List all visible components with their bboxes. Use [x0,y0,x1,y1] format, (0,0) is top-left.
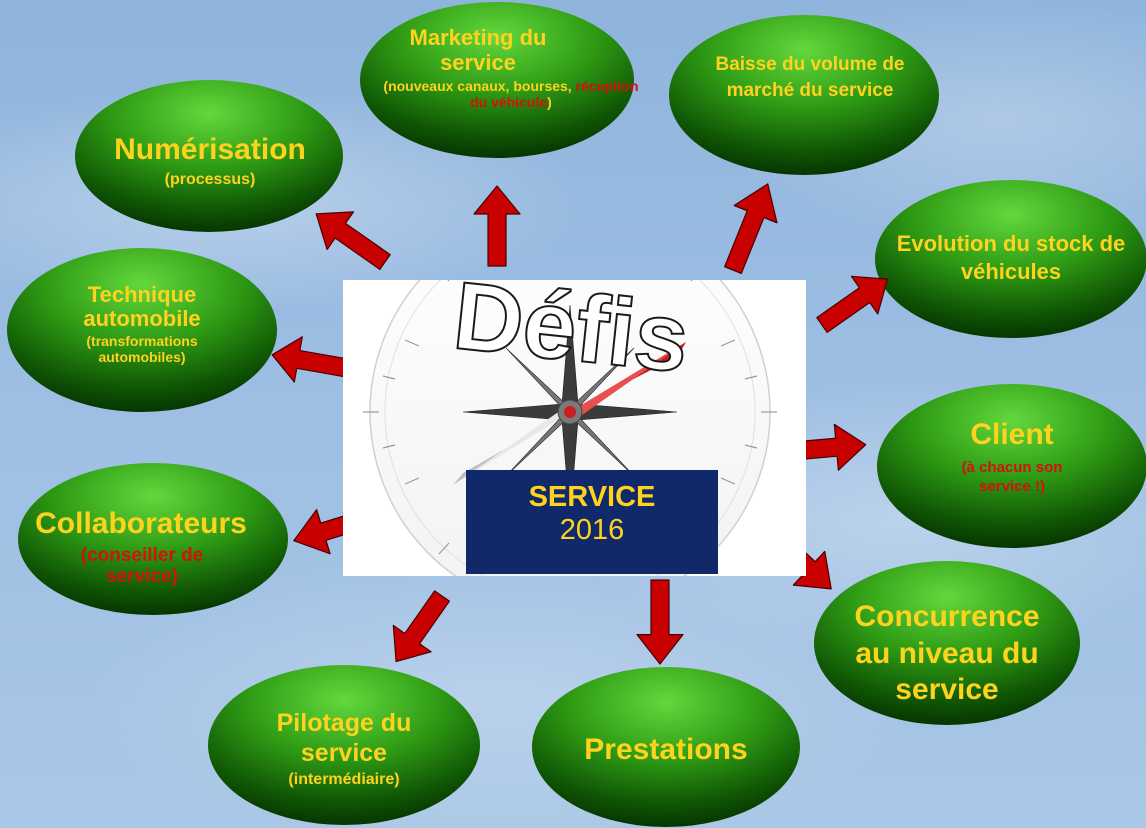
arrow-to-technique [271,336,350,383]
arrow-to-baisse [724,183,778,275]
service-2016-box: SERVICE 2016 [466,470,718,574]
node-pilotage-ellipse [208,665,480,825]
node-evolution-ellipse [875,180,1146,338]
center-heading: Défis [449,280,694,393]
service-year: 2016 [559,513,625,546]
node-technique-ellipse [7,248,277,412]
node-concurrence-ellipse [814,561,1080,725]
node-client-ellipse [877,384,1146,548]
arrow-to-evolution [816,275,889,333]
node-collaborateurs-ellipse [18,463,288,615]
node-marketing-ellipse [360,2,634,158]
arrow-to-pilotage [392,590,450,663]
node-prestations-ellipse [532,667,800,827]
arrow-to-marketing [473,185,521,267]
node-numerisation-ellipse [75,80,343,232]
service-word: SERVICE [528,481,656,513]
arrow-to-numerisation [315,211,391,270]
node-baisse-ellipse [669,15,939,175]
arrow-to-prestations [636,579,684,665]
